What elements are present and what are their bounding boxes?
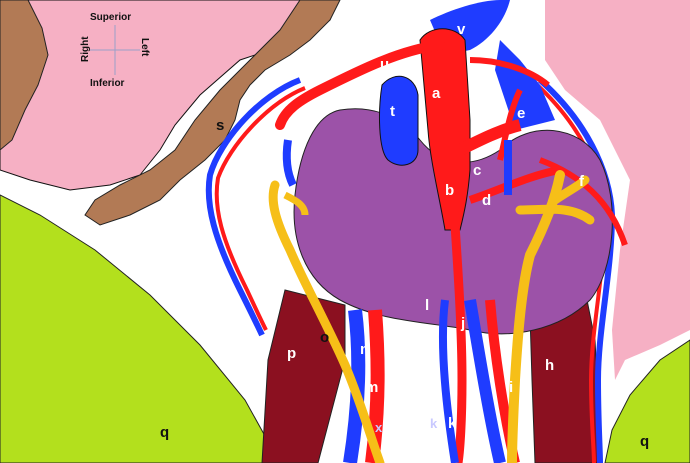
label-q-left: q — [160, 424, 169, 441]
label-v: v — [457, 21, 466, 38]
label-l: l — [425, 297, 429, 314]
label-u: u — [380, 56, 389, 73]
label-x: x — [375, 420, 383, 435]
label-k-faint: k — [430, 416, 438, 431]
label-c: c — [473, 162, 481, 179]
label-n: n — [360, 341, 369, 358]
label-d: d — [482, 192, 491, 209]
label-t: t — [390, 103, 395, 120]
label-h: h — [545, 357, 554, 374]
orientation-right: Right — [80, 36, 91, 62]
label-e: e — [517, 105, 525, 122]
label-q-right: q — [640, 433, 649, 450]
label-a: a — [432, 85, 441, 102]
label-j: j — [460, 315, 465, 332]
label-o: o — [320, 329, 329, 346]
label-g: g — [605, 153, 614, 170]
label-r: r — [240, 150, 246, 167]
vein-t — [380, 76, 418, 165]
label-i: i — [509, 379, 513, 396]
label-b: b — [445, 182, 454, 199]
orientation-superior: Superior — [90, 12, 131, 23]
label-m: m — [365, 379, 378, 396]
orientation-inferior: Inferior — [90, 78, 125, 89]
label-k: k — [448, 415, 457, 432]
label-s: s — [216, 117, 224, 134]
orientation-left: Left — [139, 38, 150, 57]
label-p: p — [287, 345, 296, 362]
